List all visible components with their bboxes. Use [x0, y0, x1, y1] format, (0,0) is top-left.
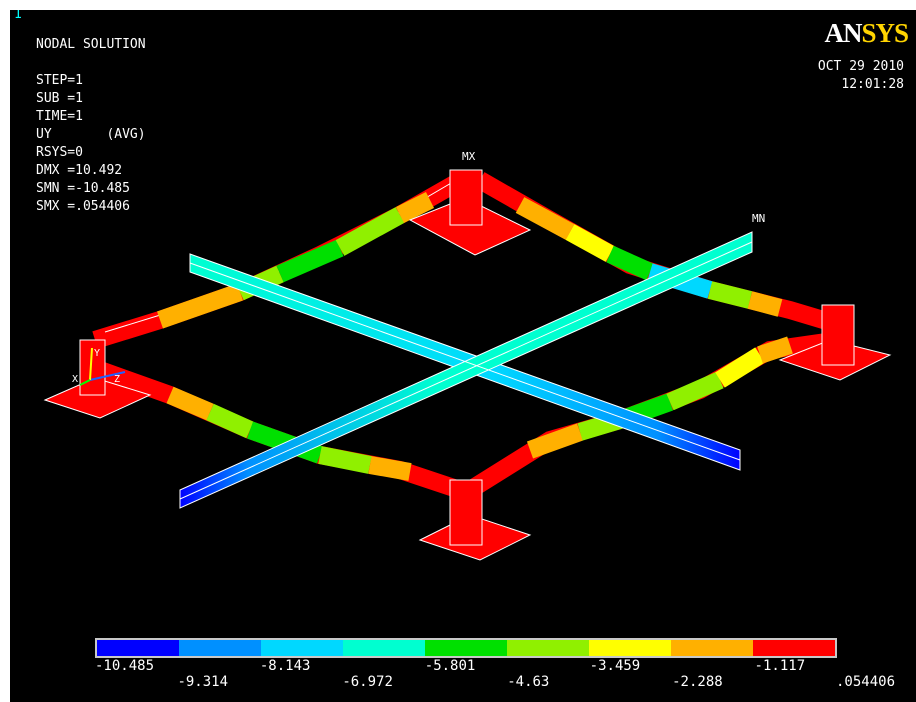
model-plot: MX MN X Y Z [43, 150, 892, 561]
legend-color-segment [425, 640, 507, 656]
legend-color-segment [179, 640, 261, 656]
legend-tick-lower: -6.972 [342, 674, 393, 690]
time-label: 12:01:28 [841, 77, 904, 92]
legend-color-segment [261, 640, 343, 656]
ansys-logo: ANSYS [824, 18, 909, 48]
legend-color-segment [343, 640, 425, 656]
legend-color-segment [753, 640, 835, 656]
triad-y-label: Y [94, 348, 100, 359]
logo-part-sys: SYS [861, 18, 909, 48]
viewport-number: 1 [14, 10, 22, 22]
legend-tick-upper: -8.143 [259, 658, 311, 674]
legend-color-segment [97, 640, 179, 656]
info-line: UY (AVG) [36, 127, 146, 142]
coordinate-triad: X Y Z [72, 347, 126, 386]
min-marker: MN [752, 212, 765, 225]
legend-tick-lower: -2.288 [672, 674, 723, 690]
cross-beams [179, 231, 753, 509]
info-line: SMX =.054406 [36, 199, 130, 214]
info-line: SUB =1 [36, 91, 83, 106]
legend-tick-lower: .054406 [836, 674, 896, 690]
legend-color-segment [671, 640, 753, 656]
date-label: OCT 29 2010 [817, 59, 904, 74]
legend-color-segment [589, 640, 671, 656]
logo-part-an: AN [824, 18, 862, 48]
legend-tick-upper: -1.117 [754, 658, 806, 674]
info-line: DMX =10.492 [36, 163, 123, 178]
info-line: SMN =-10.485 [36, 181, 130, 196]
legend-color-segment [507, 640, 589, 656]
info-line: NODAL SOLUTION [36, 37, 146, 52]
max-marker: MX [462, 150, 476, 163]
contour-legend-bar [95, 638, 837, 658]
supports [43, 169, 892, 561]
triad-x-label: X [72, 374, 78, 385]
info-line: RSYS=0 [36, 145, 83, 160]
legend-tick-upper: -3.459 [589, 658, 641, 674]
legend-tick-upper: -10.485 [95, 658, 155, 674]
info-line: TIME=1 [36, 109, 83, 124]
legend-tick-lower: -4.63 [507, 674, 550, 690]
triad-z-label: Z [114, 374, 120, 385]
info-line: STEP=1 [36, 73, 83, 88]
legend-tick-upper: -5.801 [424, 658, 476, 674]
legend-tick-lower: -9.314 [177, 674, 229, 690]
